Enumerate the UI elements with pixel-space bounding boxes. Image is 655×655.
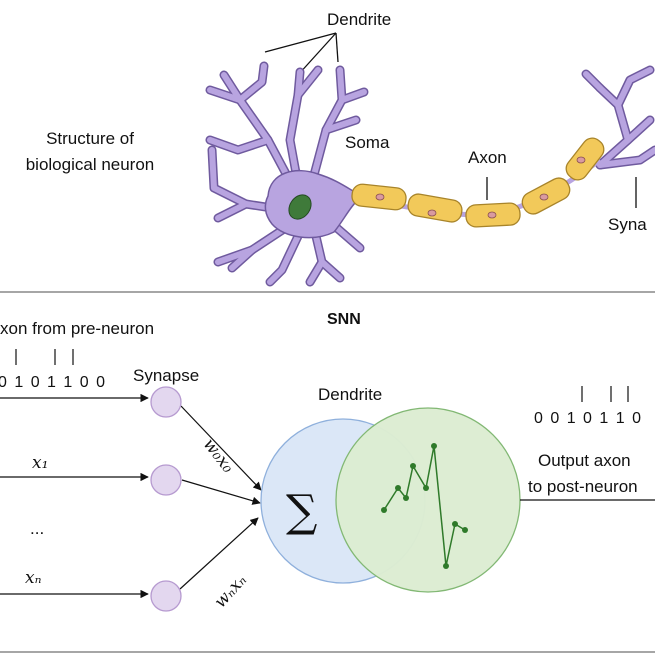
output-spike-ticks [581,386,629,402]
synapse-label: Synapse [133,366,200,385]
output-label-line1: Output axon [538,451,631,470]
synapse-nodes [150,386,182,612]
output-bits: 0 0 1 0 1 1 0 [534,410,643,427]
dendrite-label-snn: Dendrite [318,385,383,404]
axon-pre-label: xon from pre-neuron [0,319,155,338]
membrane-potential-trace [381,443,468,569]
synapse-label-top: Syna [608,215,647,234]
axon-label: Axon [468,148,507,167]
soma-label: Soma [345,133,390,152]
input-arrows [0,393,262,599]
input-var-n: xₙ [25,568,42,588]
nucleus [288,194,312,220]
input-ellipsis: ... [30,519,45,538]
sum-symbol: ∑ [286,486,318,537]
snn-title: SNN [327,311,361,328]
synapse-node [150,386,182,418]
neuron-title-line1: Structure of [46,129,134,148]
input-var-1: x₁ [32,453,49,473]
soma [264,170,364,239]
synapse-node [150,464,182,496]
node-dots [375,156,586,219]
dendrite-label-top: Dendrite [327,10,392,29]
dendrite-pointer-lines [264,32,339,76]
input-spike-ticks [15,349,74,365]
neuron-title-line2: biological neuron [25,155,155,174]
neuron-dendrites [205,61,655,287]
input-bits: 0 1 0 1 1 0 0 [0,374,107,391]
synapse-node [150,580,182,612]
output-label-line2: to post-neuron [528,477,638,496]
dendrite-circle [335,407,521,593]
